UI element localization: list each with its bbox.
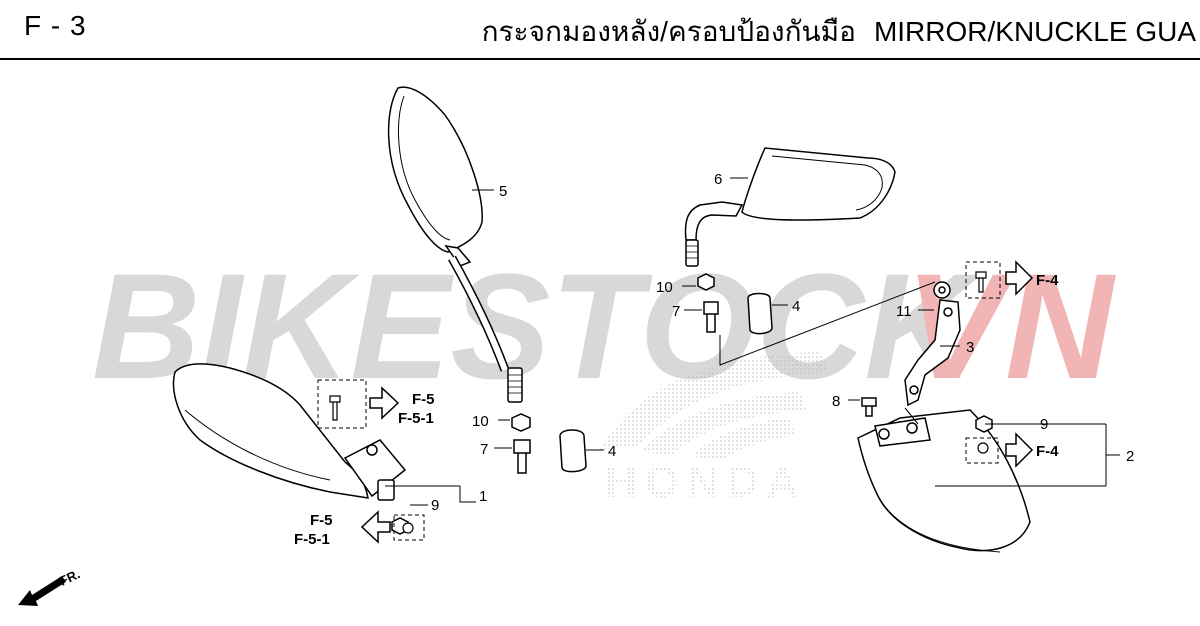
header-rule bbox=[0, 58, 1200, 60]
callout-10-lower: 10 bbox=[472, 413, 489, 430]
dashed-reference-boxes bbox=[317, 261, 1001, 541]
part-3-bracket bbox=[904, 299, 961, 407]
part-6-right-mirror bbox=[684, 147, 896, 267]
ref-left-upper-1: F-5 bbox=[412, 391, 435, 408]
title-english: MIRROR/KNUCKLE GUA bbox=[873, 16, 1196, 47]
title-thai: กระจกมองหลัง/ครอบป้องกันมือ bbox=[481, 16, 856, 47]
part-8-screw bbox=[861, 397, 877, 417]
arrow-right-lower-right bbox=[1005, 432, 1034, 468]
callout-6: 6 bbox=[714, 171, 722, 188]
part-10-nut-lower bbox=[511, 413, 531, 432]
part-4-grip-end-lower bbox=[559, 429, 587, 473]
part-4-grip-end-upper bbox=[747, 292, 773, 335]
ref-left-lower-2: F-5-1 bbox=[294, 531, 330, 548]
callout-10-upper: 10 bbox=[656, 279, 673, 296]
honda-wing-logo: HONDA bbox=[600, 352, 830, 507]
boxed-small-parts bbox=[329, 271, 989, 534]
callout-8: 8 bbox=[832, 393, 840, 410]
callout-9-left: 9 bbox=[431, 497, 439, 514]
front-label: FR. bbox=[57, 566, 82, 588]
callout-7-lower: 7 bbox=[480, 441, 488, 458]
page-code: F - 3 bbox=[24, 10, 87, 41]
callout-7-upper: 7 bbox=[672, 303, 680, 320]
part-9-nut-right bbox=[975, 415, 993, 433]
front-indicator: FR. bbox=[18, 566, 82, 606]
callout-4-upper: 4 bbox=[792, 298, 800, 315]
ref-right-lower: F-4 bbox=[1036, 443, 1059, 460]
part-5-left-mirror bbox=[387, 86, 523, 403]
ref-arrows bbox=[360, 260, 1034, 544]
page-header: F - 3 กระจกมองหลัง/ครอบป้องกันมือ MIRROR/… bbox=[0, 0, 1200, 60]
part-1-left-knuckle-guard bbox=[172, 363, 407, 501]
arrow-left-lower-left bbox=[360, 510, 391, 544]
part-2-right-knuckle-guard bbox=[857, 409, 1031, 553]
page-title: กระจกมองหลัง/ครอบป้องกันมือ MIRROR/KNUCKL… bbox=[482, 10, 1196, 54]
front-arrow-icon bbox=[18, 576, 66, 606]
callout-3: 3 bbox=[966, 339, 974, 356]
part-10-nut-upper bbox=[697, 273, 715, 291]
ref-right-upper: F-4 bbox=[1036, 272, 1059, 289]
arrow-right-upper-right bbox=[1005, 260, 1034, 296]
callout-5: 5 bbox=[499, 183, 507, 200]
part-7-bolt-upper bbox=[703, 301, 719, 333]
ref-left-upper-2: F-5-1 bbox=[398, 410, 434, 427]
callout-11: 11 bbox=[896, 303, 912, 320]
leader-lines bbox=[385, 177, 1120, 506]
callout-9-right: 9 bbox=[1040, 416, 1048, 433]
small-parts bbox=[391, 273, 993, 535]
arrow-right-upper-left bbox=[369, 386, 400, 420]
callout-4-lower: 4 bbox=[608, 443, 616, 460]
part-7-bolt-lower bbox=[513, 439, 531, 474]
callout-2: 2 bbox=[1126, 448, 1134, 465]
ref-left-lower-1: F-5 bbox=[310, 512, 333, 529]
honda-logo-text: HONDA bbox=[605, 458, 806, 507]
callout-1: 1 bbox=[479, 488, 487, 505]
